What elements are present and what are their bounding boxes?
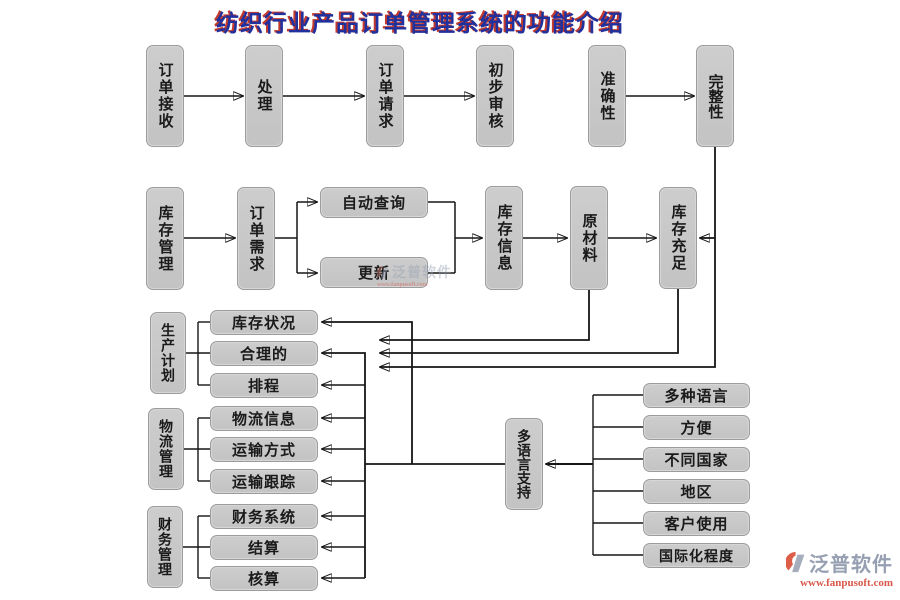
item-box-multi-languages: 多种语言: [643, 383, 750, 408]
flow-box-auto-query: 自动查询: [320, 187, 428, 218]
flow-box-order-receive: 订单接收: [146, 45, 184, 147]
flow-box-raw-material: 原材料: [570, 186, 608, 290]
diagram-title: 纺织行业产品订单管理系统的功能介绍: [216, 11, 624, 36]
flow-box-accuracy: 准确性: [588, 45, 626, 147]
flow-box-completeness: 完整性: [696, 45, 734, 147]
hub-box-multilang: 多语言支持: [505, 418, 543, 510]
item-box-scheduling: 排程: [210, 373, 318, 398]
section-item-arrows: [322, 385, 365, 578]
flow-box-order-request: 订单请求: [366, 45, 404, 147]
fanpu-logo-icon: [786, 551, 805, 573]
item-box-reasonable: 合理的: [210, 341, 318, 366]
item-box-customer-use: 客户使用: [643, 511, 750, 536]
watermark-faint: 泛普软件 www.fanpusoft.com: [377, 262, 452, 288]
item-box-logistics-info: 物流信息: [210, 406, 318, 431]
flow-box-process: 处理: [245, 45, 283, 147]
watermark-url: www.fanpusoft.com: [800, 577, 893, 589]
item-box-region: 地区: [643, 479, 750, 504]
item-box-accounting: 核算: [210, 566, 318, 591]
multilang-connectors: [546, 394, 643, 556]
watermark-fanpu: 泛普软件 www.fanpusoft.com: [786, 548, 893, 589]
flow-box-inventory-info: 库存信息: [485, 186, 523, 290]
flow-box-order-demand: 订单需求: [237, 187, 275, 290]
item-box-convenient: 方便: [643, 415, 750, 440]
item-box-inventory-status: 库存状况: [210, 310, 318, 335]
watermark-brand: 泛普软件: [392, 264, 452, 280]
item-box-finance-system: 财务系统: [210, 504, 318, 529]
flow-box-inventory-mgmt: 库存管理: [146, 187, 184, 290]
section-box-finance: 财务管理: [147, 506, 183, 588]
flow-box-inventory-sufficient: 库存充足: [659, 187, 697, 289]
item-box-transport-tracking: 运输跟踪: [210, 469, 318, 494]
section-box-logistics: 物流管理: [148, 408, 184, 490]
flow-box-update: 更新: [320, 257, 428, 288]
item-box-different-countries: 不同国家: [643, 447, 750, 472]
item-box-settlement: 结算: [210, 535, 318, 560]
watermark-brand: 泛普软件: [809, 554, 893, 576]
item-box-internationalization: 国际化程度: [643, 543, 750, 568]
section-brackets: [183, 321, 210, 579]
watermark-row: 泛普软件: [786, 548, 893, 577]
fanpu-logo-icon: [377, 265, 389, 278]
flow-box-initial-review: 初步审核: [476, 45, 514, 147]
section-box-production: 生产计划: [150, 312, 186, 394]
item-box-transport-mode: 运输方式: [210, 437, 318, 462]
watermark-faint-row: 泛普软件: [377, 262, 452, 282]
watermark-url: www.fanpusoft.com: [377, 282, 428, 288]
